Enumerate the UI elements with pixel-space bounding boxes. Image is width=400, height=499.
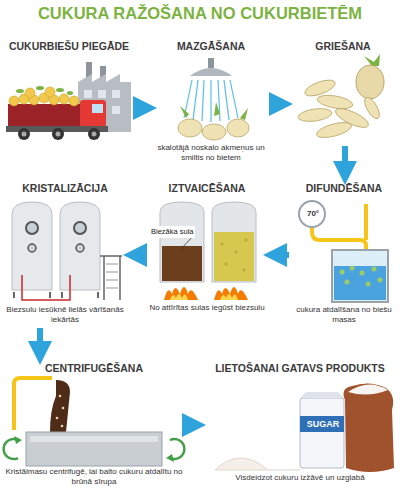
flow-arrow — [137, 105, 145, 111]
process-step: DIFUNDĒŠANA cukura atdalīšana no biešu ma… — [292, 182, 396, 325]
step-heading: MAZGĀŠANA — [177, 40, 245, 53]
step-heading: CUKURBIEŠU PIEGĀDE — [9, 40, 129, 53]
beet-slices — [297, 54, 384, 140]
process-step: MAZGĀŠANA skalotājā noskalo akmeņus un sm… — [154, 40, 268, 163]
step-caption: cukura atdalīšana no biešu masas — [292, 305, 396, 325]
step-heading: CENTRIFUGĒŠANA — [45, 362, 143, 375]
package-label: SUGAR — [300, 418, 346, 430]
vacuum-pans — [12, 202, 122, 300]
flow-arrow — [187, 422, 194, 428]
process-step: CUKURBIEŠU PIEGĀDE — [4, 40, 134, 149]
step-caption: Visdeidzot cukuru izžāvē un uzglabā — [235, 473, 364, 483]
truck — [6, 86, 108, 140]
sugar-product — [215, 383, 394, 472]
step-heading: DIFUNDĒŠANA — [306, 182, 382, 195]
diffuser — [299, 201, 388, 302]
evaporators — [160, 202, 256, 300]
process-step: GRIEŠANA — [290, 40, 396, 143]
flow-arrow — [271, 101, 281, 107]
washer — [178, 58, 249, 140]
callout-label: Biezāka sula — [150, 226, 195, 238]
flow-arrow — [275, 252, 289, 258]
flow-arrow — [37, 328, 43, 353]
step-heading: IZTVAICĒŠANA — [169, 182, 246, 195]
process-step: CENTRIFUGĒŠANA Kristālmasu centrifugē, la… — [4, 362, 184, 487]
process-step: KRISTALIZĀCIJA Biezsulu iesūknē lielās vā… — [4, 182, 126, 325]
step-heading: LIETOŠANAI GATAVS PRODUKTS — [215, 362, 385, 375]
step-caption: skalotājā noskalo akmeņus un smiltis no … — [154, 143, 268, 163]
flow-arrow — [342, 146, 348, 173]
process-step: LIETOŠANAI GATAVS PRODUKTS Visdeidzot cuk… — [203, 362, 397, 483]
factory — [78, 62, 131, 132]
step-caption: No attīrītas sulas iegūst biezsulu — [149, 303, 264, 313]
title: CUKURA RAŽOŠANA NO CUKURBIETĒM — [0, 4, 400, 23]
step-caption: Kristālmasu centrifugē, lai balto cukuru… — [4, 467, 184, 487]
step-heading: KRISTALIZĀCIJA — [22, 182, 108, 195]
centrifuge — [4, 378, 185, 466]
step-heading: GRIEŠANA — [315, 40, 370, 53]
process-step: IZTVAICĒŠANA No attīrītas sulas iegūst bi… — [148, 182, 266, 313]
step-caption: Biezsulu iesūknē lielās vārīšanās iekārt… — [4, 305, 126, 325]
flow-arrow — [135, 252, 145, 258]
temperature-label: 70° — [300, 208, 326, 220]
